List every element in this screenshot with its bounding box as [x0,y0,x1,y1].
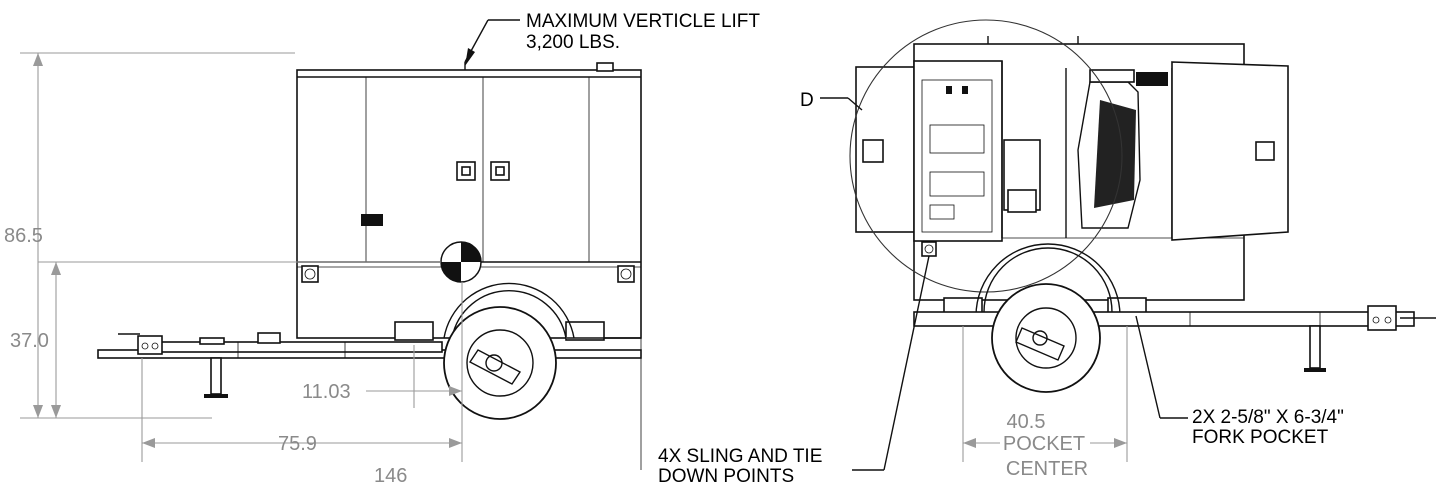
sling-label-line1: 4X SLING AND TIE [658,446,822,467]
pocket-value-dimension: 40.5 [1007,411,1046,433]
pocket-label-line2: CENTER [1006,458,1088,480]
offset-dimension: 11.03 [302,381,351,403]
sling-label-line2: DOWN POINTS [658,466,794,487]
lift-height-dimension: 37.0 [10,330,49,352]
cg-to-hitch-dimension: 75.9 [278,433,317,455]
lift-label-line1: MAXIMUM VERTICLE LIFT [526,11,760,32]
center-of-gravity-icon [440,241,482,283]
side-view-dimensions [20,19,520,487]
overall-height-dimension: 86.5 [4,225,43,247]
fork-pocket-label-line2: FORK POCKET [1192,427,1329,448]
side-view [97,62,642,470]
end-wheel-icon [991,283,1101,393]
fork-pocket-label-line1: 2X 2-5/8" X 6-3/4" [1192,407,1344,428]
end-view [849,19,1436,393]
detail-label: D [800,90,814,111]
overall-length-dimension: 146 [374,465,407,487]
side-wheel-icon [443,306,557,420]
pocket-label-line1: POCKET [1003,433,1085,455]
lift-label-line2: 3,200 LBS. [526,32,620,53]
end-view-dimensions [820,97,1188,471]
